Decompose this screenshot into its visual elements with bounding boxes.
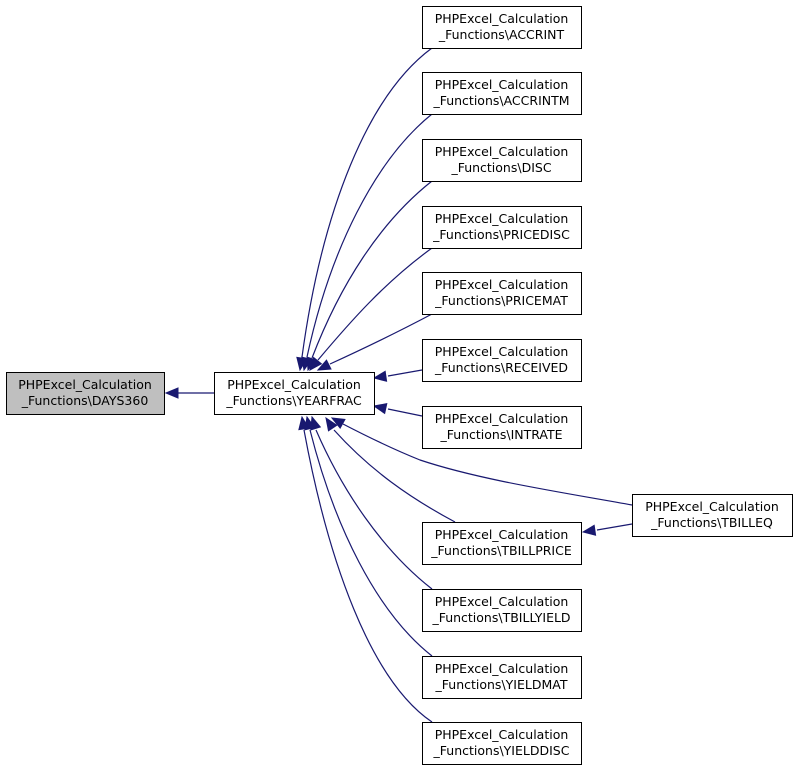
node-label-line2: _Functions\YIELDDISC: [433, 743, 570, 758]
edge-line: [387, 408, 423, 417]
edge-line: [315, 429, 433, 590]
edge-line: [303, 429, 433, 723]
node-box: [632, 494, 793, 537]
node-label-line1: PHPExcel_Calculation: [435, 11, 569, 26]
edge-accrintm-to-yearfrac: [301, 113, 433, 372]
edge-line: [333, 429, 456, 523]
node-box: [422, 722, 582, 765]
edge-line: [596, 523, 633, 531]
node-intrate[interactable]: PHPExcel_Calculation_Functions\INTRATE: [422, 406, 582, 449]
node-label-line2: _Functions\TBILLPRICE: [430, 543, 572, 558]
node-days360: PHPExcel_Calculation_Functions\DAYS360: [6, 372, 165, 415]
node-tbillprice[interactable]: PHPExcel_Calculation_Functions\TBILLPRIC…: [422, 522, 582, 565]
arrowhead-icon: [298, 415, 310, 431]
node-box: [422, 522, 582, 565]
node-yearfrac[interactable]: PHPExcel_Calculation_Functions\YEARFRAC: [214, 372, 375, 415]
node-pricemat[interactable]: PHPExcel_Calculation_Functions\PRICEMAT: [422, 272, 582, 315]
node-label-line2: _Functions\INTRATE: [439, 427, 562, 442]
node-label-line1: PHPExcel_Calculation: [227, 377, 361, 392]
edge-line: [309, 429, 433, 657]
edge-line: [311, 180, 433, 359]
node-label-line2: _Functions\DAYS360: [21, 393, 149, 408]
node-label-line1: PHPExcel_Calculation: [435, 211, 569, 226]
node-box: [422, 656, 582, 699]
node-label-line1: PHPExcel_Calculation: [645, 499, 779, 514]
arrowhead-icon: [372, 402, 388, 415]
edge-line: [329, 313, 433, 365]
node-accrint[interactable]: PHPExcel_Calculation_Functions\ACCRINT: [422, 6, 582, 49]
node-label-line2: _Functions\PRICEMAT: [434, 293, 568, 308]
arrowhead-icon: [372, 370, 388, 382]
node-label-line2: _Functions\ACCRINTM: [432, 93, 569, 108]
edge-tbillyield-to-yearfrac: [310, 415, 433, 590]
node-box: [422, 6, 582, 49]
node-label-line1: PHPExcel_Calculation: [435, 727, 569, 742]
node-label-line2: _Functions\YIELDMAT: [435, 677, 568, 692]
node-accrintm[interactable]: PHPExcel_Calculation_Functions\ACCRINTM: [422, 72, 582, 115]
node-pricedisc[interactable]: PHPExcel_Calculation_Functions\PRICEDISC: [422, 206, 582, 249]
edge-line: [306, 113, 433, 358]
edge-yielddisc-to-yearfrac: [298, 415, 433, 723]
arrowhead-icon: [316, 359, 332, 371]
arrowhead-icon: [581, 524, 597, 536]
node-yielddisc[interactable]: PHPExcel_Calculation_Functions\YIELDDISC: [422, 722, 582, 765]
node-tbilleq[interactable]: PHPExcel_Calculation_Functions\TBILLEQ: [632, 494, 793, 537]
edge-accrint-to-yearfrac: [296, 47, 433, 372]
node-disc[interactable]: PHPExcel_Calculation_Functions\DISC: [422, 139, 582, 182]
nodes-layer: PHPExcel_Calculation_Functions\DAYS360PH…: [6, 6, 793, 765]
node-label-line2: _Functions\TBILLEQ: [650, 515, 773, 530]
node-label-line2: _Functions\DISC: [450, 160, 551, 175]
node-received[interactable]: PHPExcel_Calculation_Functions\RECEIVED: [422, 339, 582, 382]
edge-pricedisc-to-yearfrac: [309, 247, 433, 372]
node-label-line1: PHPExcel_Calculation: [18, 377, 152, 392]
edge-tbilleq-to-tbillprice: [581, 523, 633, 536]
edge-tbilleq-to-yearfrac: [330, 417, 633, 506]
node-label-line1: PHPExcel_Calculation: [435, 277, 569, 292]
edge-pricemat-to-yearfrac: [316, 313, 433, 371]
node-yieldmat[interactable]: PHPExcel_Calculation_Functions\YIELDMAT: [422, 656, 582, 699]
node-label-line2: _Functions\PRICEDISC: [432, 227, 570, 242]
node-box: [214, 372, 375, 415]
edge-line: [301, 47, 433, 358]
node-label-line1: PHPExcel_Calculation: [435, 144, 569, 159]
node-label-line2: _Functions\TBILLYIELD: [431, 610, 570, 625]
node-box: [422, 589, 582, 632]
node-box: [422, 406, 582, 449]
node-tbillyield[interactable]: PHPExcel_Calculation_Functions\TBILLYIEL…: [422, 589, 582, 632]
node-label-line1: PHPExcel_Calculation: [435, 411, 569, 426]
node-label-line2: _Functions\YEARFRAC: [225, 393, 362, 408]
edges-layer: [164, 47, 633, 723]
edge-line: [387, 369, 423, 377]
edge-received-to-yearfrac: [372, 369, 423, 382]
node-label-line2: _Functions\ACCRINT: [438, 27, 565, 42]
node-box: [422, 272, 582, 315]
edge-tbillprice-to-yearfrac: [325, 416, 456, 523]
edge-line: [342, 423, 633, 506]
node-label-line1: PHPExcel_Calculation: [435, 594, 569, 609]
edge-intrate-to-yearfrac: [372, 402, 423, 417]
node-label-line1: PHPExcel_Calculation: [435, 77, 569, 92]
arrowhead-icon: [164, 387, 179, 399]
edge-line: [317, 247, 433, 361]
node-box: [422, 339, 582, 382]
arrowhead-icon: [330, 417, 346, 430]
edge-disc-to-yearfrac: [306, 180, 433, 372]
node-label-line1: PHPExcel_Calculation: [435, 661, 569, 676]
node-box: [422, 139, 582, 182]
arrowhead-icon: [325, 416, 338, 432]
node-label-line1: PHPExcel_Calculation: [435, 344, 569, 359]
node-box: [6, 372, 165, 415]
node-box: [422, 206, 582, 249]
arrowhead-icon: [309, 356, 323, 372]
edge-yearfrac-to-days360: [164, 387, 214, 399]
edge-yieldmat-to-yearfrac: [304, 415, 433, 657]
node-box: [422, 72, 582, 115]
node-label-line2: _Functions\RECEIVED: [434, 360, 568, 375]
node-label-line1: PHPExcel_Calculation: [435, 527, 569, 542]
